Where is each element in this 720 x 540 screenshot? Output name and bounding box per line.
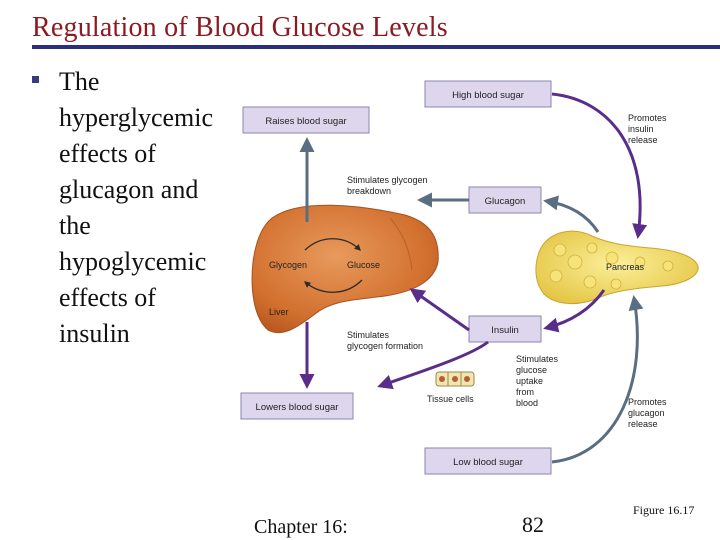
bullet-line: The [59, 67, 100, 96]
bullet-line: insulin [59, 319, 130, 348]
bullet-text: The hyperglycemic effects of glucagon an… [59, 64, 259, 352]
bullet-line: glucagon and [59, 175, 199, 204]
arrow-pancreas-to-glucagon [543, 195, 600, 233]
box-glucagon: Glucagon [468, 186, 542, 214]
label-glycogen: Glycogen [269, 260, 307, 270]
label-tissue-cells: Tissue cells [427, 394, 474, 404]
box-label: Low blood sugar [453, 457, 523, 468]
arrow-insulin-to-tissue-cells [377, 340, 489, 390]
tissue-cells-illustration [435, 371, 475, 387]
slide-title: Regulation of Blood Glucose Levels [32, 12, 448, 43]
bullet-line: effects of [59, 139, 156, 168]
box-label: Insulin [491, 325, 518, 336]
pancreas-shape [535, 230, 699, 304]
arrow-insulin-to-liver [409, 288, 470, 332]
arrow-low-sugar-to-pancreas [551, 295, 644, 464]
footer-figure-label: Figure 16.17 [633, 503, 695, 517]
label-pancreas: Pancreas [606, 262, 645, 272]
label-stimulates-glycogen-formation: Stimulates glycogen formation [347, 330, 423, 351]
label-stimulates-glycogen-breakdown: Stimulates glycogen breakdown [347, 175, 430, 196]
box-label: Lowers blood sugar [256, 402, 339, 413]
label-stimulates-glucose-uptake: Stimulates glucose uptake from blood [516, 354, 561, 408]
box-raises-blood-sugar: Raises blood sugar [242, 106, 370, 134]
box-insulin: Insulin [468, 315, 542, 343]
box-lowers-blood-sugar: Lowers blood sugar [240, 392, 354, 420]
label-liver: Liver [269, 307, 289, 317]
bullet-marker [32, 76, 39, 83]
box-low-blood-sugar: Low blood sugar [424, 447, 552, 475]
box-label: High blood sugar [452, 90, 524, 101]
arrow-glycogen-to-glucose [304, 238, 361, 251]
label-promotes-glucagon: Promotes glucagon release [628, 397, 669, 429]
arrow-pancreas-to-insulin [543, 289, 606, 333]
bullet-line: hypoglycemic [59, 247, 207, 276]
box-label: Raises blood sugar [265, 116, 346, 127]
arrow-high-sugar-to-pancreas [551, 92, 648, 239]
liver-shape [251, 204, 439, 334]
arrow-glucose-to-glycogen [303, 279, 363, 293]
bullet-line: hyperglycemic [59, 103, 214, 132]
label-promotes-insulin: Promotes insulin release [628, 113, 669, 145]
footer-chapter: Chapter 16: [254, 516, 348, 538]
title-underline [32, 45, 720, 49]
box-high-blood-sugar: High blood sugar [424, 80, 552, 108]
box-label: Glucagon [485, 196, 526, 207]
footer-page-number: 82 [522, 512, 544, 537]
bullet-line: effects of [59, 283, 156, 312]
bullet-line: the [59, 211, 91, 240]
label-glucose: Glucose [347, 260, 380, 270]
